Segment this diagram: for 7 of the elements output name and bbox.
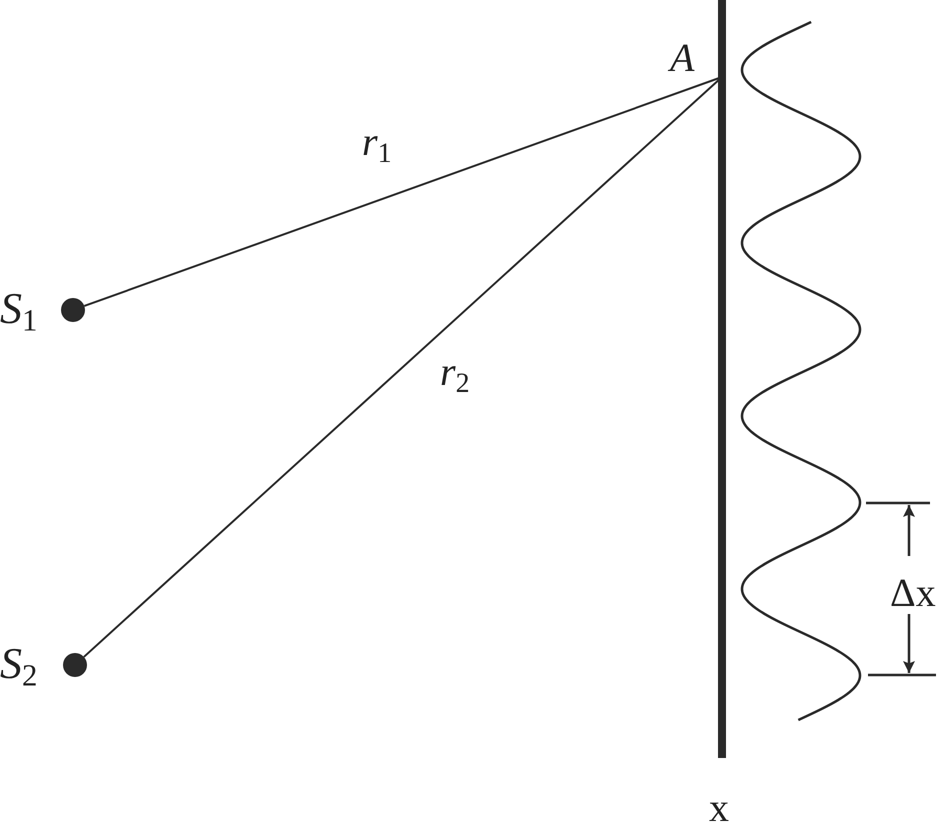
- source-dot: [61, 298, 85, 322]
- source-label: S$_{2}$: [0, 642, 38, 692]
- dimension-label: Δx: [890, 573, 936, 613]
- source-dot: [63, 653, 87, 677]
- source-label: S$_{1}$: [0, 287, 38, 336]
- axis-label: x: [709, 788, 729, 824]
- point-label: A: [670, 38, 694, 78]
